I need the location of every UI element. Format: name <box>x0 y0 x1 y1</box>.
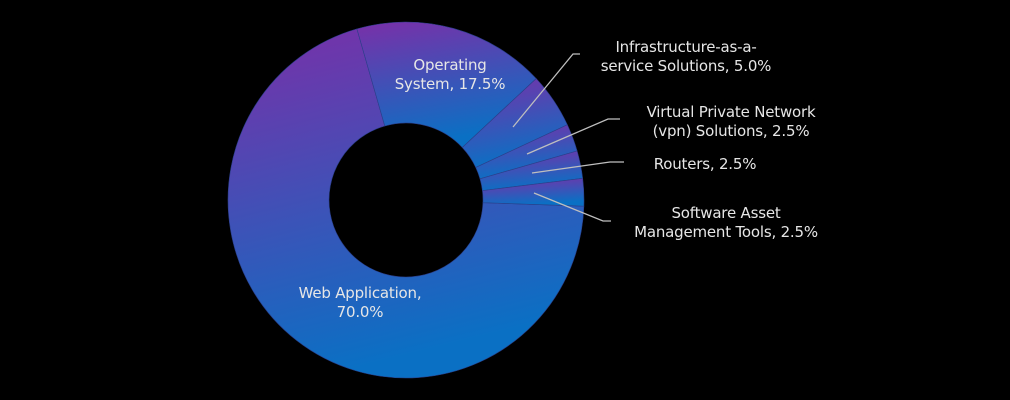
label-line: System, 17.5% <box>394 75 506 93</box>
leader-line-sam <box>533 192 611 222</box>
label-line: Web Application, <box>298 284 422 302</box>
label-vpn: Virtual Private Network (vpn) Solutions,… <box>626 103 836 141</box>
slice-web-application <box>227 28 585 379</box>
label-web-application: Web Application, 70.0% <box>272 284 448 322</box>
leader-line-vpn <box>526 118 620 155</box>
label-line: service Solutions, 5.0% <box>600 57 772 75</box>
label-line: Routers, 2.5% <box>653 155 757 173</box>
leader-line-routers <box>531 161 624 174</box>
slice-operating-system <box>356 21 537 148</box>
label-line: 70.0% <box>336 303 384 321</box>
label-iaas: Infrastructure-as-a- service Solutions, … <box>586 38 786 76</box>
label-line: Management Tools, 2.5% <box>634 223 818 241</box>
label-software-asset: Software Asset Management Tools, 2.5% <box>616 204 836 242</box>
label-line: Infrastructure-as-a- <box>615 38 757 56</box>
label-line: Operating <box>413 56 487 74</box>
label-line: Virtual Private Network <box>646 103 816 121</box>
leader-line-iaas <box>512 53 580 128</box>
label-line: (vpn) Solutions, 2.5% <box>652 122 810 140</box>
label-operating-system: Operating System, 17.5% <box>380 56 520 94</box>
label-line: Software Asset <box>671 204 781 222</box>
slice-software-asset-management-tools <box>482 177 585 207</box>
label-routers: Routers, 2.5% <box>630 155 780 174</box>
